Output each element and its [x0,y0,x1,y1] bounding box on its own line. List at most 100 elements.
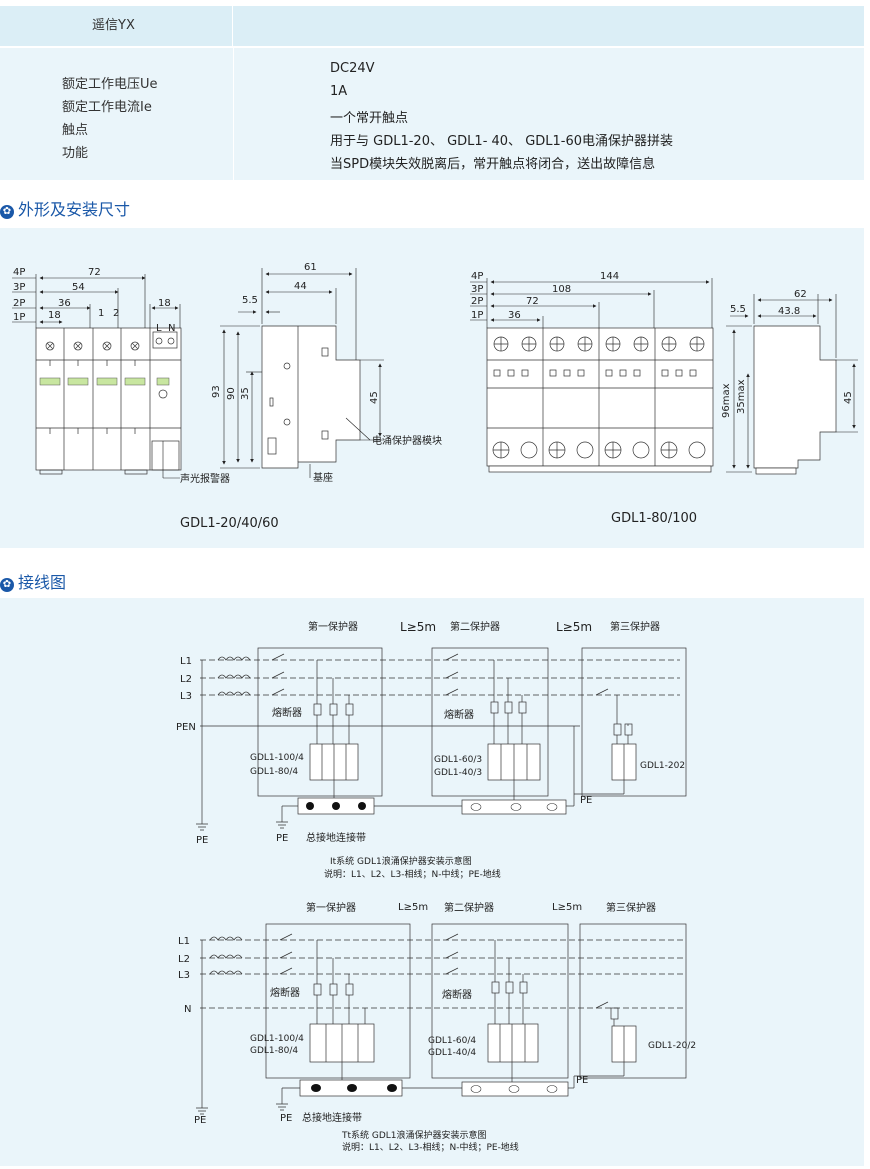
spec-table-header-cell: 遥信YX [0,6,233,46]
spec-label-contact: 触点 [62,123,89,138]
d1-model1: GDL1-80/4 [250,767,298,777]
d2-caption: 说明：L1、L2、L3-相线；N-中线；PE-地线 [342,1141,519,1153]
right-pole-label: 4P [471,271,483,282]
right-dim-label: 36 [508,310,521,321]
side-dim-label: 90 [226,387,237,400]
wiring-drawing: 第一保护器 第二保护器 第三保护器 L≥5m L≥5m L1 L2 L3 PEN… [176,620,696,1153]
d1-caption: It系统 GDL1浪涌保护器安装示意图 [330,855,472,867]
left-pole-label: 4P [13,267,25,278]
right-side-dim: 43.8 [778,306,800,317]
spec-table-body: 额定工作电压Ue 额定工作电流Ie 触点 功能 DC24V 1A 一个常开触点 … [0,48,864,180]
d1-line-label: L3 [180,691,192,702]
right-pole-label: 3P [471,284,483,295]
spec-table-header: 遥信YX [0,6,864,46]
side-dim-label: 44 [294,281,307,292]
d1-protector: 第二保护器 [450,620,500,633]
d2-model1: GDL1-80/4 [250,1046,298,1056]
d1-fuse-label: 熔断器 [272,706,302,719]
d2-fuse-label: 熔断器 [270,986,300,999]
spec-label-current: 额定工作电流Ie [62,100,152,115]
right-dim-label: 108 [552,284,571,295]
d1-distance: L≥5m [400,620,436,634]
left-module-width: 18 [158,298,171,309]
spec-label-voltage: 额定工作电压Ue [62,77,158,92]
spec-table-divider [233,48,234,180]
right-dim-label: 144 [600,271,619,282]
left-alarm-label: 声光报警器 [180,472,230,485]
wiring-section-title: ✿ 接线图 [0,569,66,593]
side-dim-label: 5.5 [242,295,258,306]
d2-protector: 第二保护器 [444,901,494,914]
d1-model1: GDL1-100/4 [250,753,304,763]
d1-line-label: L2 [180,674,192,685]
d1-protector: 第一保护器 [308,620,358,633]
right-pole-label: 1P [471,310,483,321]
dimensions-panel: 4P 3P 2P 1P 72 54 36 18 18 1 2 L N 声光报警器 [0,228,864,548]
d2-n-label: N [184,1004,191,1015]
d2-distance: L≥5m [398,902,428,913]
left-dim-label: 54 [72,282,85,293]
d1-fuse-label: 熔断器 [444,708,474,721]
d2-line-label: L2 [178,954,190,965]
d2-protector: 第一保护器 [306,901,356,914]
d1-distance: L≥5m [556,620,592,634]
right-side-dim: 5.5 [730,304,746,315]
left-dim-label: 72 [88,267,101,278]
wiring-title-text: 接线图 [18,573,67,592]
d1-pe-label: PE [580,795,592,806]
star-icon: ✿ [0,578,14,592]
dimensions-title-text: 外形及安装尺寸 [18,200,131,219]
d1-pe-label: PE [196,835,208,846]
left-pole-label: 1P [13,312,25,323]
side-dim-label: 35 [240,387,251,400]
left-dim-label: 18 [48,310,61,321]
left-ln-label: L [156,323,162,334]
dimensions-drawing: 4P 3P 2P 1P 72 54 36 18 18 1 2 L N 声光报警器 [12,262,858,531]
d2-model2: GDL1-60/4 [428,1036,476,1046]
side-dim-label: 61 [304,262,317,273]
spec-value-function-1: 用于与 GDL1-20、 GDL1- 40、 GDL1-60电涌保护器拼装 [330,134,674,149]
d2-line-label: L3 [178,970,190,981]
d2-model3: GDL1-20/2 [648,1041,696,1051]
left-terminal-label: 2 [113,308,119,319]
right-side-dim: 45 [843,391,854,404]
d1-line-label: L1 [180,656,192,667]
d1-bus-label: 总接地连接带 [306,831,366,844]
d2-bus-label: 总接地连接带 [302,1111,362,1124]
d2-fuse-label: 熔断器 [442,988,472,1001]
d1-model3: GDL1-202 [640,761,685,771]
spec-label-function: 功能 [62,146,89,161]
side-dim-label: 93 [211,385,222,398]
left-pole-label: 3P [13,282,25,293]
d2-model1: GDL1-100/4 [250,1034,304,1044]
base-label: 基座 [313,471,333,484]
right-dim-label: 72 [526,296,539,307]
right-side-dim: 96max [721,383,732,418]
d2-protector: 第三保护器 [606,901,656,914]
d2-pe-label: PE [194,1115,206,1126]
star-icon: ✿ [0,205,14,219]
left-pole-label: 2P [13,298,25,309]
right-side-dim: 62 [794,289,807,300]
spec-value-current: 1A [330,84,348,99]
d1-line-label: PEN [176,722,196,733]
d1-pe-label: PE [276,833,288,844]
d2-distance: L≥5m [552,902,582,913]
dimensions-section-title: ✿ 外形及安装尺寸 [0,196,130,220]
spec-value-contact: 一个常开触点 [330,111,409,126]
d2-pe-label: PE [576,1075,588,1086]
d2-model2: GDL1-40/4 [428,1048,476,1058]
right-model-label: GDL1-80/100 [611,511,697,526]
left-model-label: GDL1-20/40/60 [180,516,279,531]
d1-model2: GDL1-40/3 [434,768,482,778]
wiring-panel: 第一保护器 第二保护器 第三保护器 L≥5m L≥5m L1 L2 L3 PEN… [0,598,864,1166]
side-dim-label: 45 [369,391,380,404]
module-label: 电涌保护器模块 [372,434,442,447]
d1-protector: 第三保护器 [610,620,660,633]
spec-value-function-2: 当SPD模块失效脱离后，常开触点将闭合，送出故障信息 [330,157,656,172]
left-dim-label: 36 [58,298,71,309]
spec-value-voltage: DC24V [330,61,375,76]
d1-caption: 说明：L1、L2、L3-相线；N-中线；PE-地线 [324,868,501,880]
d2-pe-label: PE [280,1113,292,1124]
d1-model2: GDL1-60/3 [434,755,482,765]
